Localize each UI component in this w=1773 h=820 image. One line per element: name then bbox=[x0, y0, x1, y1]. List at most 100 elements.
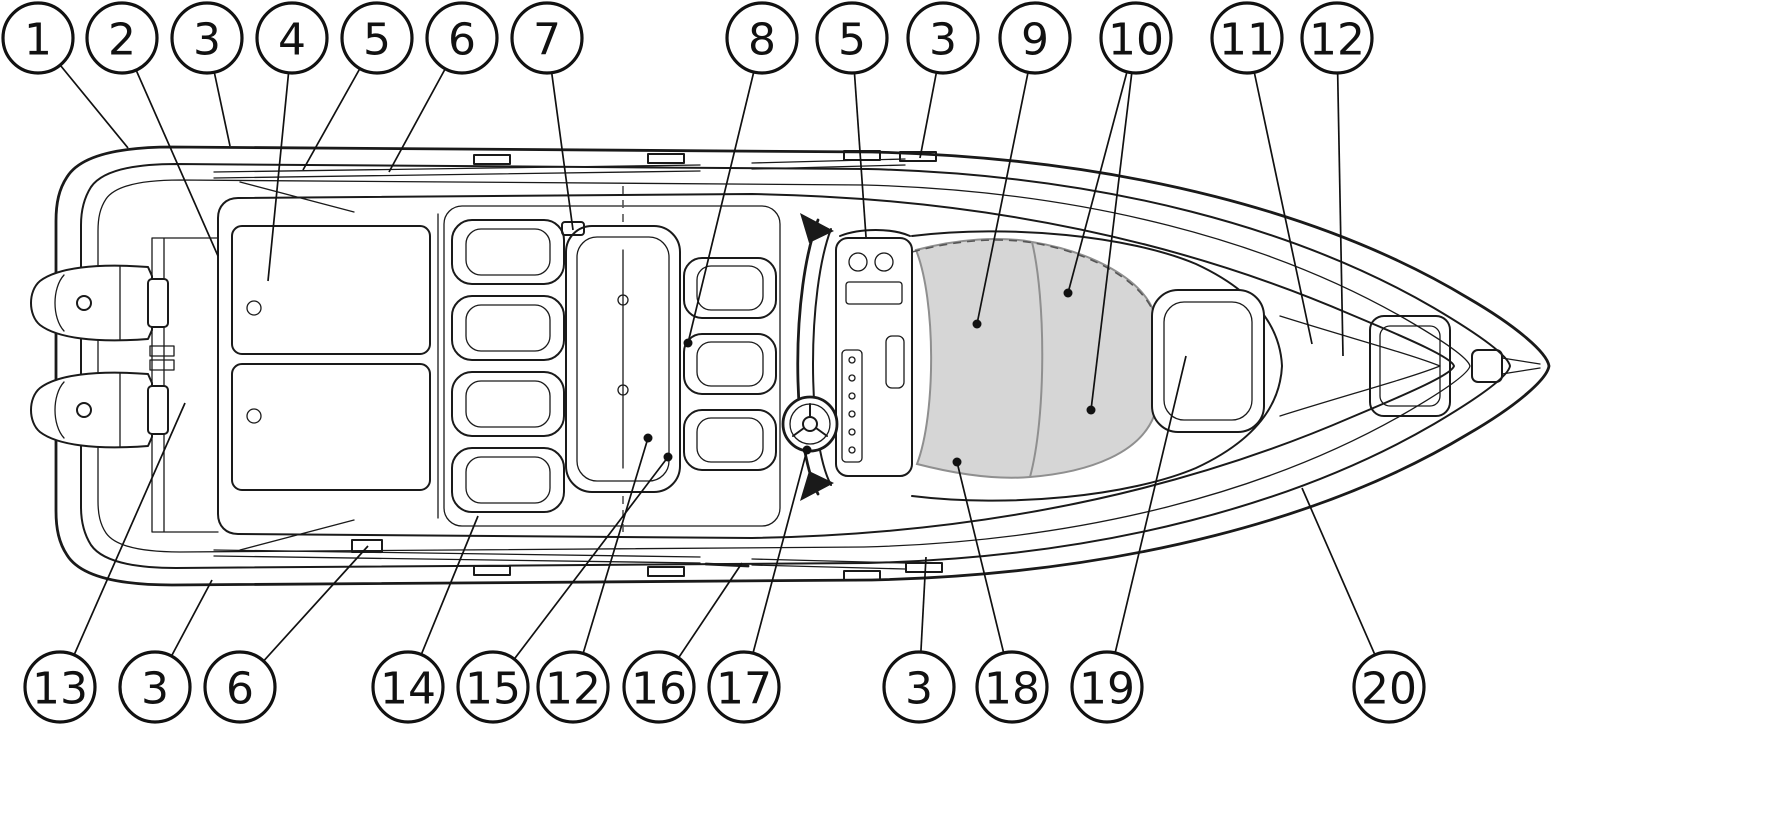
callout-18: 18 bbox=[952, 457, 1049, 724]
callout-number: 16 bbox=[631, 664, 687, 715]
bow-deck-crease bbox=[1279, 315, 1441, 417]
cockpit-coaming bbox=[911, 230, 1283, 502]
callout-3: 3 bbox=[118, 579, 213, 724]
leader-dot bbox=[663, 452, 673, 462]
cleat bbox=[905, 562, 943, 573]
callout-balloon bbox=[1, 1, 75, 75]
windshield bbox=[796, 213, 834, 501]
callout-number: 12 bbox=[545, 664, 601, 715]
seat bbox=[451, 219, 565, 285]
callout-balloon bbox=[1210, 1, 1284, 75]
leader-dot bbox=[952, 457, 962, 467]
leader-line bbox=[1106, 355, 1187, 688]
rub-rail-top bbox=[213, 158, 906, 179]
callout-10: 10 bbox=[1063, 1, 1173, 415]
callout-number: 2 bbox=[108, 15, 136, 66]
aft-sunpads bbox=[231, 213, 439, 519]
callout-3: 3 bbox=[170, 1, 244, 147]
callout-balloon bbox=[882, 650, 956, 724]
leader-dot bbox=[1063, 288, 1073, 298]
callout-number: 20 bbox=[1361, 664, 1417, 715]
leader-line bbox=[976, 37, 1036, 325]
callout-19: 19 bbox=[1070, 355, 1187, 724]
table-bracket bbox=[561, 221, 585, 236]
center-table bbox=[561, 186, 681, 532]
callout-12: 12 bbox=[1300, 1, 1374, 357]
cover-dashed-edge bbox=[911, 239, 1154, 312]
callout-3: 3 bbox=[906, 1, 980, 159]
callout-number: 3 bbox=[905, 664, 933, 715]
wheel-spokes bbox=[792, 403, 828, 437]
callout-number: 17 bbox=[716, 664, 772, 715]
callout-balloon bbox=[1099, 1, 1173, 75]
callout-13: 13 bbox=[23, 402, 186, 724]
callout-number: 13 bbox=[32, 664, 88, 715]
tube-second-contour bbox=[97, 179, 1471, 553]
bow-area bbox=[1279, 315, 1541, 417]
cleat bbox=[473, 565, 511, 576]
cover-seam bbox=[1029, 241, 1044, 478]
leader-line bbox=[1246, 37, 1313, 345]
callout-balloon bbox=[510, 1, 584, 75]
callout-number: 4 bbox=[278, 15, 306, 66]
leader-dot bbox=[1086, 405, 1096, 415]
leader-dot bbox=[802, 445, 812, 455]
crew-seats-row-aft bbox=[451, 219, 565, 513]
gauge-icon bbox=[848, 252, 868, 272]
leader-dot bbox=[683, 338, 693, 348]
gauge-icon bbox=[874, 252, 894, 272]
crew-seats-row-mid bbox=[683, 257, 777, 471]
callout-7: 7 bbox=[510, 1, 584, 231]
callout-number: 1 bbox=[24, 15, 52, 66]
callout-balloon bbox=[906, 1, 980, 75]
callout-number: 3 bbox=[929, 15, 957, 66]
seating-area-outline bbox=[443, 205, 781, 527]
steering-wheel bbox=[781, 395, 839, 453]
seat bbox=[683, 333, 777, 395]
leader-dot bbox=[972, 319, 982, 329]
transom-fitting bbox=[149, 345, 175, 357]
rails-and-fittings bbox=[213, 150, 943, 581]
callout-6: 6 bbox=[388, 1, 499, 173]
callout-balloon bbox=[340, 1, 414, 75]
display-screen bbox=[845, 281, 903, 305]
hatch-latch bbox=[246, 408, 262, 424]
callout-16: 16 bbox=[622, 562, 743, 724]
callout-11: 11 bbox=[1210, 1, 1313, 345]
canvas-cover-group bbox=[911, 237, 1161, 479]
leader-line bbox=[492, 456, 669, 688]
console-grab-rail bbox=[839, 229, 911, 237]
callout-number: 14 bbox=[380, 664, 436, 715]
callout-number: 3 bbox=[141, 664, 169, 715]
boat-illustration bbox=[30, 145, 1551, 587]
bow-fitting bbox=[1471, 349, 1503, 383]
callout-number: 5 bbox=[363, 15, 391, 66]
hull-outlines bbox=[54, 145, 1551, 587]
cleat bbox=[473, 154, 511, 165]
leader-line bbox=[121, 37, 219, 257]
callout-2: 2 bbox=[85, 1, 219, 257]
seat bbox=[451, 447, 565, 513]
leader-line bbox=[572, 437, 649, 688]
forward-backrest bbox=[1151, 289, 1265, 433]
callout-balloon bbox=[975, 650, 1049, 724]
callout-balloon bbox=[622, 650, 696, 724]
aft-sunpad-lower bbox=[231, 363, 431, 491]
deck-fitting bbox=[351, 539, 383, 553]
engine-bracket bbox=[147, 278, 169, 328]
cleat bbox=[899, 151, 937, 162]
callout-balloon bbox=[707, 650, 781, 724]
callout-17: 17 bbox=[707, 445, 812, 724]
outboard-engine-upper bbox=[30, 264, 169, 342]
throttle-lever bbox=[885, 335, 905, 389]
aft-sunpad-upper bbox=[231, 225, 431, 355]
callout-number: 10 bbox=[1108, 15, 1164, 66]
callout-14: 14 bbox=[371, 515, 479, 724]
callout-number: 5 bbox=[838, 15, 866, 66]
cleat bbox=[647, 153, 685, 164]
quarter-deck-lines bbox=[239, 181, 355, 551]
hull-outer-outline bbox=[54, 145, 1551, 587]
rub-rail-bottom bbox=[213, 549, 906, 570]
